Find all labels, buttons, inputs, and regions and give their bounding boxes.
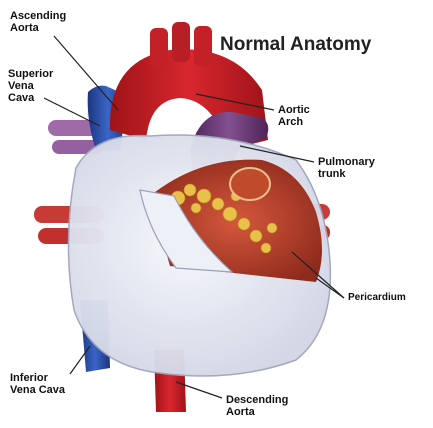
coronary-knot [230, 168, 270, 200]
label-pericardium: Pericardium [348, 292, 406, 304]
label-pulmonary-trunk: Pulmonary trunk [318, 156, 375, 180]
diagram-title: Normal Anatomy [220, 34, 371, 56]
label-descending-aorta: Descending Aorta [226, 394, 288, 418]
label-aortic-arch: Aortic Arch [278, 104, 310, 128]
label-superior-vena-cava: Superior Vena Cava [8, 68, 53, 104]
label-inferior-vena-cava: Inferior Vena Cava [10, 372, 65, 396]
label-ascending-aorta: Ascending Aorta [10, 10, 66, 34]
